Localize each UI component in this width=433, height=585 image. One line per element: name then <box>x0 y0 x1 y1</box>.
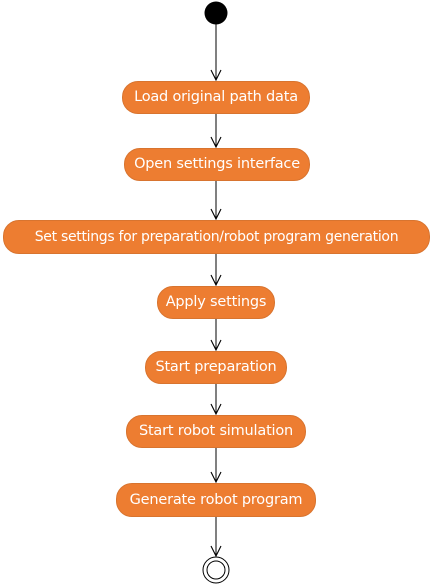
initial-node <box>204 1 228 25</box>
activity-set-settings: Set settings for preparation/robot progr… <box>3 220 430 254</box>
activity-start-robot-simulation: Start robot simulation <box>126 415 306 448</box>
activity-open-settings-interface: Open settings interface <box>124 148 310 181</box>
final-node <box>202 556 230 584</box>
activity-apply-settings: Apply settings <box>157 286 275 319</box>
activity-generate-robot-program: Generate robot program <box>116 483 316 517</box>
activity-load-original-path-data: Load original path data <box>122 81 310 114</box>
activity-start-preparation: Start preparation <box>145 351 287 384</box>
